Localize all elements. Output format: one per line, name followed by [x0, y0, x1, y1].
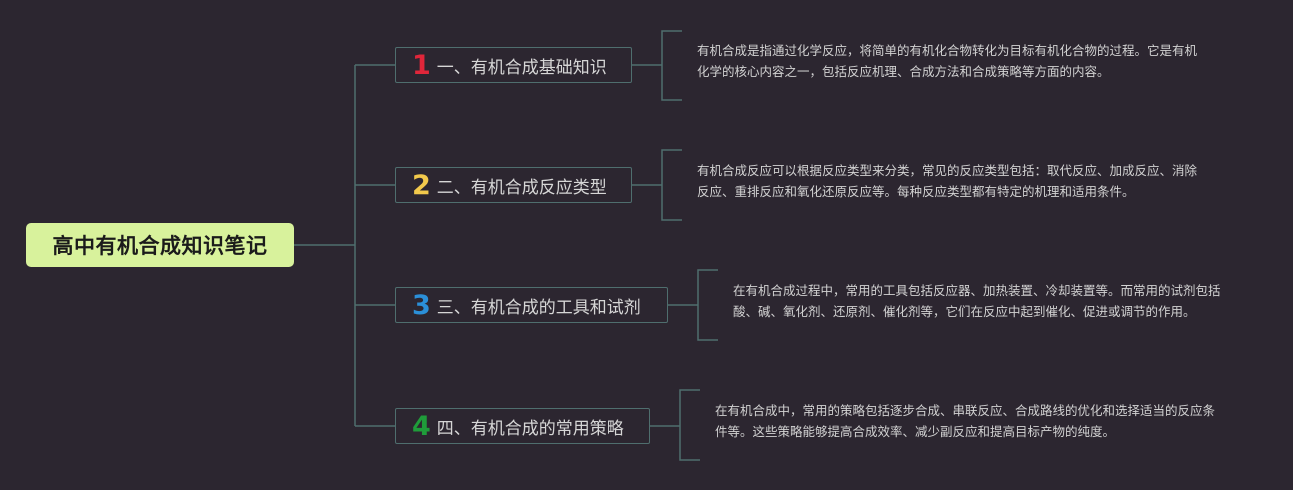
branch-topic-3-label: 三、有机合成的工具和试剂 — [436, 297, 641, 318]
branch-topic-4[interactable]: 4 四、有机合成的常用策略 — [395, 408, 650, 444]
number-1-badge-icon: 1 — [412, 49, 431, 81]
branch-topic-2[interactable]: 2 二、有机合成反应类型 — [395, 167, 632, 203]
branch-3-description[interactable]: 在有机合成过程中，常用的工具包括反应器、加热装置、冷却装置等。而常用的试剂包括酸… — [733, 283, 1221, 319]
branch-topic-4-label: 四、有机合成的常用策略 — [436, 418, 624, 439]
desc-1-bracket — [661, 30, 682, 101]
root-topic-label: 高中有机合成知识笔记 — [52, 234, 268, 258]
branch-topic-2-label: 二、有机合成反应类型 — [436, 177, 607, 198]
branch-2-description[interactable]: 有机合成反应可以根据反应类型来分类，常见的反应类型包括：取代反应、加成反应、消除… — [697, 163, 1198, 199]
number-2-badge-icon: 2 — [412, 169, 431, 201]
desc-2-bracket — [661, 149, 682, 221]
branch-topic-1-label: 一、有机合成基础知识 — [436, 57, 607, 78]
desc-4-bracket — [679, 389, 700, 461]
root-topic[interactable]: 高中有机合成知识笔记 — [26, 223, 294, 267]
branch-1-description[interactable]: 有机合成是指通过化学反应，将简单的有机化合物转化为目标有机化合物的过程。它是有机… — [697, 43, 1198, 79]
number-4-badge-icon: 4 — [412, 410, 431, 442]
branch-topic-3[interactable]: 3 三、有机合成的工具和试剂 — [395, 287, 668, 323]
branch-topic-1[interactable]: 1 一、有机合成基础知识 — [395, 47, 632, 83]
branch-4-description[interactable]: 在有机合成中，常用的策略包括逐步合成、串联反应、合成路线的优化和选择适当的反应条… — [715, 403, 1216, 439]
number-3-badge-icon: 3 — [412, 289, 431, 321]
desc-3-bracket — [697, 269, 718, 341]
